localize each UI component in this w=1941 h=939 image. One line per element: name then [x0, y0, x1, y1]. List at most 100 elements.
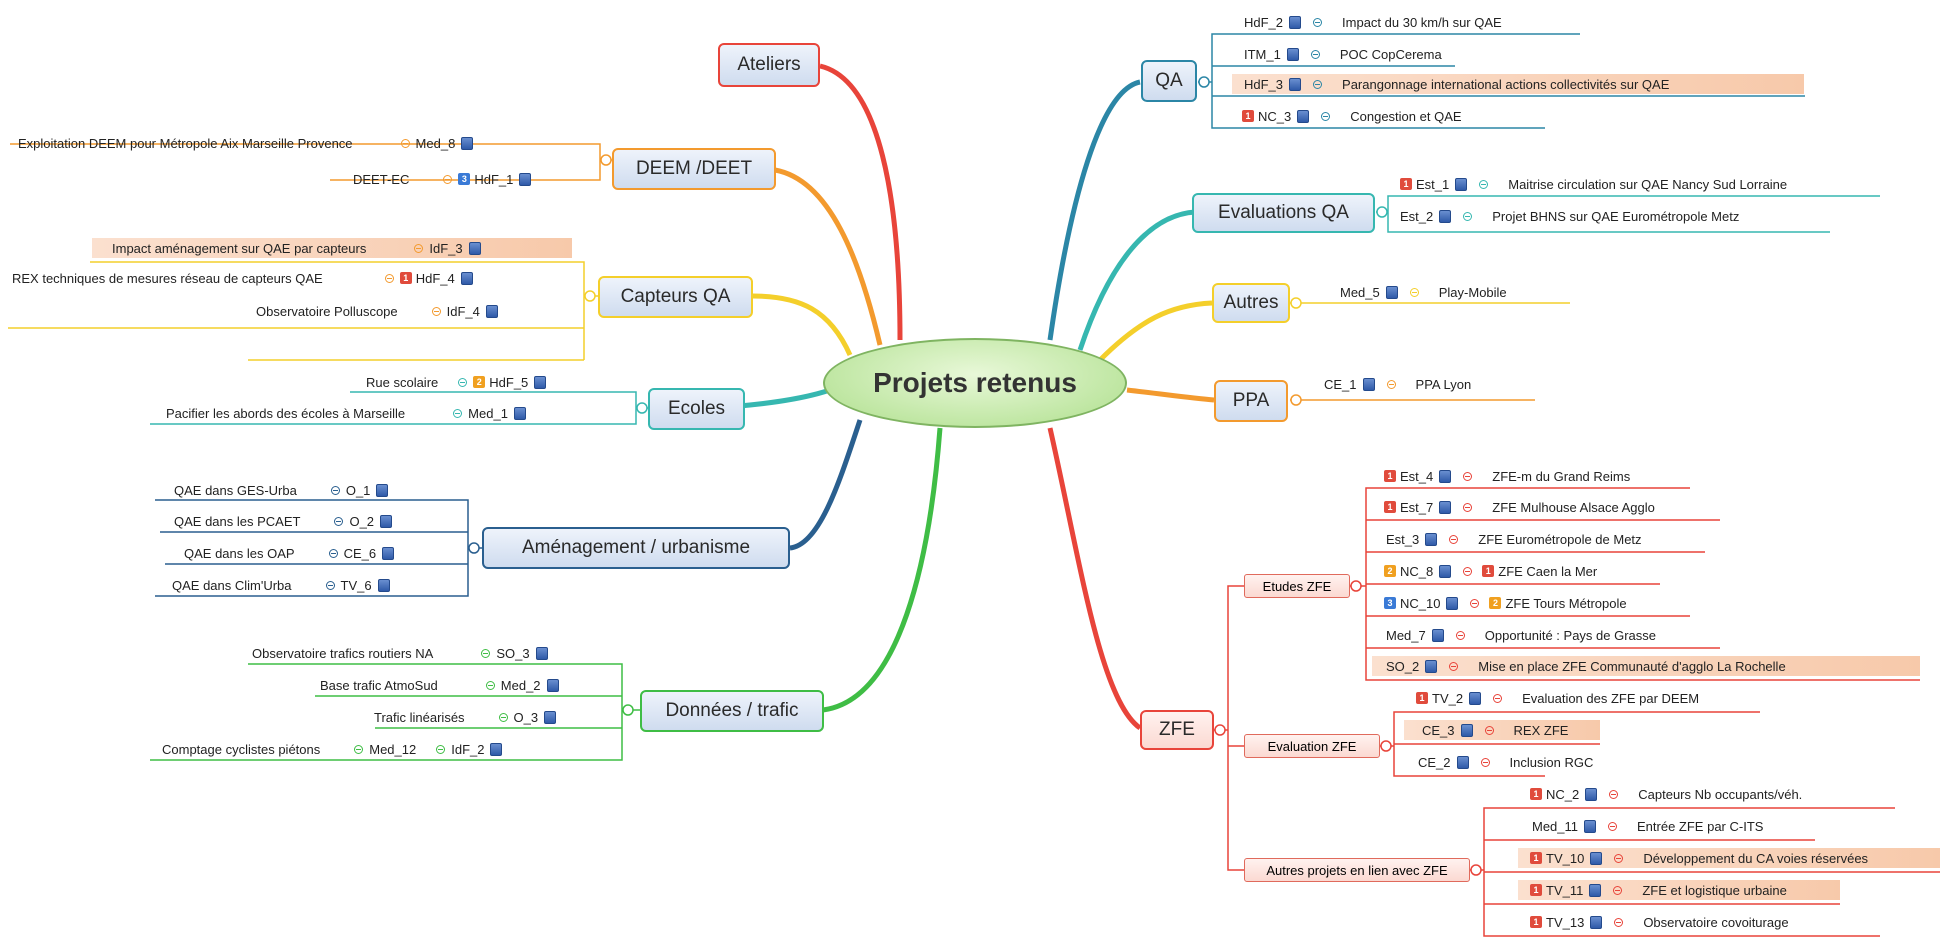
- collapse-icon[interactable]: [1313, 79, 1323, 89]
- collapse-icon[interactable]: [1479, 179, 1489, 189]
- central-topic[interactable]: Projets retenus: [823, 338, 1127, 428]
- subtopic-row[interactable]: 1 Est_1 Maitrise circulation sur QAE Nan…: [1394, 174, 1793, 194]
- subtopic-row[interactable]: Med_11 Entrée ZFE par C-ITS: [1526, 816, 1769, 836]
- collapse-icon[interactable]: [1310, 49, 1320, 59]
- subtopic-row[interactable]: 1 TV_10 Développement du CA voies réserv…: [1518, 848, 1940, 868]
- collapse-icon[interactable]: [1455, 630, 1465, 640]
- subtopic-row[interactable]: HdF_2 Impact du 30 km/h sur QAE: [1238, 12, 1508, 32]
- note-icon[interactable]: [1446, 596, 1459, 610]
- subtopic-row[interactable]: QAE dans les PCAET O_2: [168, 511, 404, 531]
- note-icon[interactable]: [1439, 564, 1452, 578]
- subtopic-row[interactable]: Med_5 Play-Mobile: [1334, 282, 1513, 302]
- topic-qa[interactable]: QA: [1141, 60, 1197, 102]
- note-icon[interactable]: [1297, 109, 1310, 123]
- subtopic-row[interactable]: Exploitation DEEM pour Métropole Aix Mar…: [12, 133, 485, 153]
- note-icon[interactable]: [1289, 77, 1302, 91]
- subtopic-row[interactable]: 1 NC_2 Capteurs Nb occupants/véh.: [1524, 784, 1808, 804]
- subtopic-row[interactable]: Est_3 ZFE Eurométropole de Metz: [1380, 529, 1648, 549]
- collapse-icon[interactable]: [334, 516, 344, 526]
- topic-ppa[interactable]: PPA: [1214, 380, 1288, 422]
- note-icon[interactable]: [1425, 659, 1438, 673]
- collapse-icon[interactable]: [1480, 757, 1490, 767]
- subtopic-row[interactable]: QAE dans GES-Urba O_1: [168, 480, 400, 500]
- subtopic-row[interactable]: QAE dans les OAP CE_6: [178, 543, 406, 563]
- collapse-icon[interactable]: [1608, 821, 1618, 831]
- collapse-icon[interactable]: [1409, 287, 1419, 297]
- collapse-icon[interactable]: [384, 273, 394, 283]
- collapse-icon[interactable]: [1321, 111, 1331, 121]
- subtopic-row[interactable]: ITM_1 POC CopCerema: [1238, 44, 1448, 64]
- collapse-icon[interactable]: [1449, 534, 1459, 544]
- collapse-icon[interactable]: [485, 680, 495, 690]
- subtopic-row[interactable]: Base trafic AtmoSud Med_2: [314, 675, 571, 695]
- note-icon[interactable]: [1362, 377, 1375, 391]
- collapse-icon[interactable]: [1313, 17, 1323, 27]
- group-autres-zfe[interactable]: Autres projets en lien avec ZFE: [1244, 858, 1470, 882]
- collapse-icon[interactable]: [443, 174, 453, 184]
- collapse-icon[interactable]: [1386, 379, 1396, 389]
- note-icon[interactable]: [1455, 177, 1468, 191]
- collapse-icon[interactable]: [400, 138, 410, 148]
- collapse-icon[interactable]: [1463, 471, 1473, 481]
- collapse-icon[interactable]: [330, 485, 340, 495]
- collapse-icon[interactable]: [1609, 789, 1619, 799]
- note-icon[interactable]: [1589, 883, 1602, 897]
- collapse-icon[interactable]: [453, 408, 463, 418]
- note-icon[interactable]: [519, 172, 532, 186]
- collapse-icon[interactable]: [481, 648, 491, 658]
- topic-ateliers[interactable]: Ateliers: [718, 43, 820, 87]
- subtopic-row[interactable]: Pacifier les abords des écoles à Marseil…: [160, 403, 538, 423]
- note-icon[interactable]: [380, 514, 393, 528]
- collapse-icon[interactable]: [1463, 502, 1473, 512]
- note-icon[interactable]: [1590, 851, 1603, 865]
- subtopic-row[interactable]: Impact aménagement sur QAE par capteurs …: [92, 238, 572, 258]
- subtopic-row[interactable]: SO_2 Mise en place ZFE Communauté d'aggl…: [1372, 656, 1920, 676]
- note-icon[interactable]: [513, 406, 526, 420]
- topic-autres[interactable]: Autres: [1212, 283, 1290, 323]
- subtopic-row[interactable]: Trafic linéarisés O_3: [368, 707, 568, 727]
- subtopic-row[interactable]: CE_2 Inclusion RGC: [1412, 752, 1599, 772]
- collapse-icon[interactable]: [1484, 725, 1494, 735]
- note-icon[interactable]: [546, 678, 559, 692]
- subtopic-row[interactable]: 1 NC_3 Congestion et QAE: [1236, 106, 1468, 126]
- note-icon[interactable]: [376, 483, 389, 497]
- subtopic-row[interactable]: DEET-EC 3 HdF_1: [347, 169, 543, 189]
- topic-donnees[interactable]: Données / trafic: [640, 690, 824, 732]
- collapse-icon[interactable]: [1463, 566, 1473, 576]
- collapse-icon[interactable]: [1613, 885, 1623, 895]
- topic-evaluations[interactable]: Evaluations QA: [1192, 193, 1375, 233]
- note-icon[interactable]: [1439, 209, 1452, 223]
- subtopic-row[interactable]: 1 TV_2 Evaluation des ZFE par DEEM: [1410, 688, 1705, 708]
- note-icon[interactable]: [461, 136, 474, 150]
- collapse-icon[interactable]: [1614, 853, 1624, 863]
- topic-ecoles[interactable]: Ecoles: [648, 388, 745, 430]
- subtopic-row[interactable]: 3 NC_10 2 ZFE Tours Métropole: [1378, 593, 1633, 613]
- subtopic-row[interactable]: 1 Est_7 ZFE Mulhouse Alsace Agglo: [1378, 497, 1661, 517]
- subtopic-row[interactable]: CE_1 PPA Lyon: [1318, 374, 1477, 394]
- collapse-icon[interactable]: [354, 744, 364, 754]
- group-evaluation-zfe[interactable]: Evaluation ZFE: [1244, 734, 1380, 758]
- note-icon[interactable]: [1456, 755, 1469, 769]
- collapse-icon[interactable]: [431, 306, 441, 316]
- collapse-icon[interactable]: [328, 548, 338, 558]
- group-etudes-zfe[interactable]: Etudes ZFE: [1244, 574, 1350, 598]
- note-icon[interactable]: [1439, 500, 1452, 514]
- note-icon[interactable]: [534, 375, 547, 389]
- collapse-icon[interactable]: [325, 580, 335, 590]
- note-icon[interactable]: [1431, 628, 1444, 642]
- collapse-icon[interactable]: [1449, 661, 1459, 671]
- collapse-icon[interactable]: [1470, 598, 1480, 608]
- topic-capteurs[interactable]: Capteurs QA: [598, 276, 753, 318]
- note-icon[interactable]: [377, 578, 390, 592]
- note-icon[interactable]: [1469, 691, 1482, 705]
- note-icon[interactable]: [490, 742, 503, 756]
- note-icon[interactable]: [1439, 469, 1452, 483]
- note-icon[interactable]: [1385, 285, 1398, 299]
- topic-deem[interactable]: DEEM /DEET: [612, 148, 776, 190]
- collapse-icon[interactable]: [458, 377, 468, 387]
- note-icon[interactable]: [460, 271, 473, 285]
- subtopic-row[interactable]: 1 TV_13 Observatoire covoiturage: [1524, 912, 1795, 932]
- note-icon[interactable]: [468, 241, 481, 255]
- subtopic-row[interactable]: 1 TV_11 ZFE et logistique urbaine: [1518, 880, 1840, 900]
- collapse-icon[interactable]: [1493, 693, 1503, 703]
